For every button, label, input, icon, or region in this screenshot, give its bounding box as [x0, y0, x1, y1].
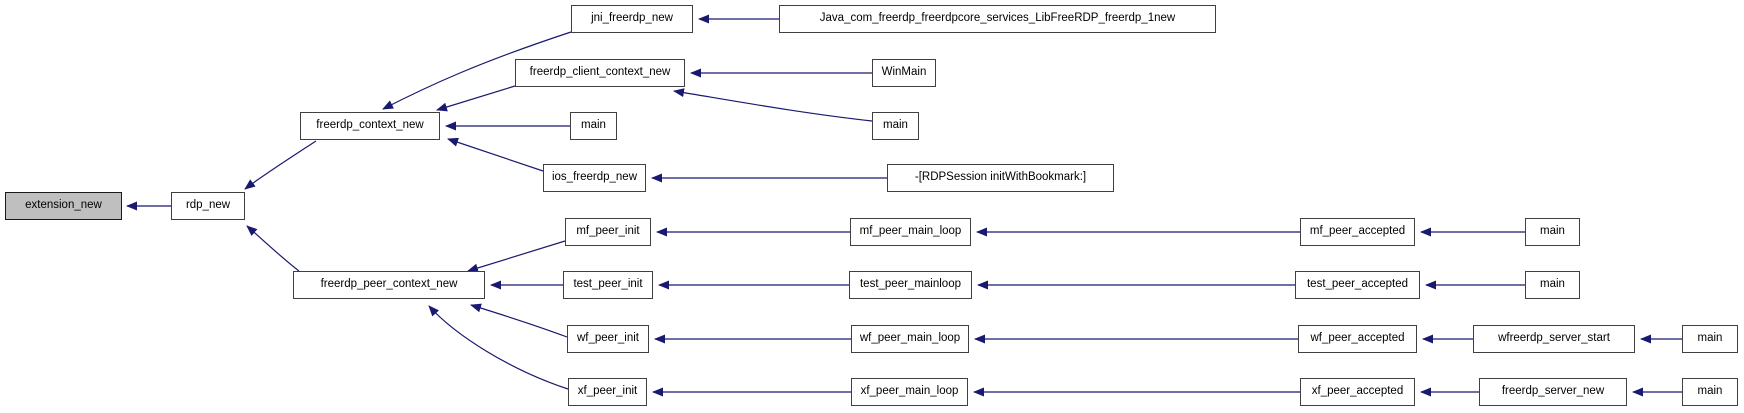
edge-jni-freerdp-new-to-freerdp-context-new	[382, 31, 572, 110]
edge-freerdp-client-context-new-to-freerdp-context-new	[436, 85, 516, 112]
edge-freerdp-peer-context-new-to-rdp-new	[246, 225, 300, 272]
node-freerdp-peer-context-new[interactable]: freerdp_peer_context_new	[293, 271, 485, 299]
edge-ios-freerdp-new-to-freerdp-context-new	[447, 137, 544, 172]
node-rdp-new[interactable]: rdp_new	[171, 192, 245, 220]
node-main-2[interactable]: main	[872, 112, 919, 140]
node-mf-peer-main-loop[interactable]: mf_peer_main_loop	[850, 218, 971, 246]
node-xf-peer-main-loop[interactable]: xf_peer_main_loop	[851, 378, 968, 406]
node-test-peer-init[interactable]: test_peer_init	[563, 271, 653, 299]
node-mf-peer-init[interactable]: mf_peer_init	[565, 218, 651, 246]
edge-wf-peer-init-to-freerdp-peer-context-new	[470, 303, 568, 338]
node-wf-peer-main-loop[interactable]: wf_peer_main_loop	[851, 325, 969, 353]
node-freerdp-server-new[interactable]: freerdp_server_new	[1479, 378, 1627, 406]
edge-mf-peer-init-to-freerdp-peer-context-new	[467, 240, 566, 273]
node-extension-new[interactable]: extension_new	[5, 192, 122, 220]
node-test-peer-mainloop[interactable]: test_peer_mainloop	[849, 271, 972, 299]
node-freerdp-client-context-new[interactable]: freerdp_client_context_new	[515, 59, 685, 87]
node-ios-freerdp-new[interactable]: ios_freerdp_new	[543, 164, 646, 192]
node-wf-peer-accepted[interactable]: wf_peer_accepted	[1298, 325, 1417, 353]
edge-xf-peer-init-to-freerdp-peer-context-new	[428, 305, 569, 390]
node-main-6[interactable]: main	[1682, 378, 1738, 406]
node-main-1[interactable]: main	[570, 112, 617, 140]
edge-main-2-to-freerdp-client-context-new	[673, 88, 873, 122]
node-jni-freerdp-new[interactable]: jni_freerdp_new	[571, 5, 693, 33]
node-winmain[interactable]: WinMain	[872, 59, 936, 87]
node-wfreerdp-server-start[interactable]: wfreerdp_server_start	[1473, 325, 1635, 353]
edge-freerdp-context-new-to-rdp-new	[244, 140, 317, 190]
node-mf-peer-accepted[interactable]: mf_peer_accepted	[1300, 218, 1415, 246]
node-wf-peer-init[interactable]: wf_peer_init	[567, 325, 649, 353]
node-xf-peer-init[interactable]: xf_peer_init	[568, 378, 647, 406]
node-java-freerdp-1new[interactable]: Java_com_freerdp_freerdpcore_services_Li…	[779, 5, 1216, 33]
node-main-4[interactable]: main	[1525, 271, 1580, 299]
node-main-5[interactable]: main	[1682, 325, 1738, 353]
node-xf-peer-accepted[interactable]: xf_peer_accepted	[1300, 378, 1415, 406]
node-rdpsession-initwithbookmark[interactable]: -[RDPSession initWithBookmark:]	[887, 164, 1114, 192]
node-main-3[interactable]: main	[1525, 218, 1580, 246]
node-freerdp-context-new[interactable]: freerdp_context_new	[300, 112, 440, 140]
node-test-peer-accepted[interactable]: test_peer_accepted	[1295, 271, 1420, 299]
